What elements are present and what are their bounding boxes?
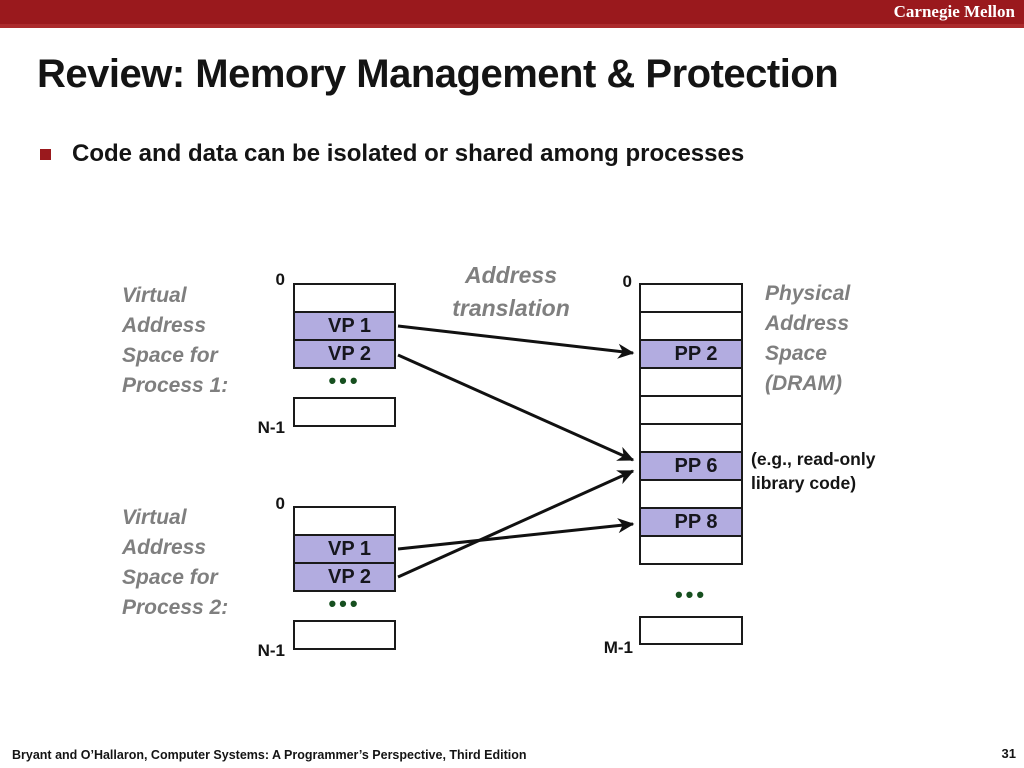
arrow-p1vp2-to-pp6 [397, 353, 635, 462]
page-title: Review: Memory Management & Protection [37, 52, 839, 96]
physical-bottom-box [639, 616, 743, 645]
physical-row [639, 535, 743, 565]
physical-row [639, 479, 743, 509]
vas1-ellipsis: ••• [328, 368, 361, 393]
banner [0, 0, 1024, 28]
vas2-row-empty [293, 506, 396, 536]
vas2-column: VP 1 VP 2 [293, 506, 396, 592]
physical-pp2-box: PP 2 [639, 339, 743, 369]
arrow-p1vp1-to-pp2 [397, 324, 635, 359]
vas2-vp1-box: VP 1 [293, 534, 396, 564]
physical-ellipsis: ••• [674, 582, 708, 607]
vas2-label: Virtual Address Space for Process 2: [122, 506, 229, 619]
physical-row [639, 395, 743, 425]
physical-zero-label: 0 [622, 272, 632, 291]
vas2-n1-label: N-1 [257, 641, 285, 660]
vas1-bottom-box [293, 397, 396, 427]
brand-logo: Carnegie Mellon [893, 2, 1015, 21]
bullet-item: Code and data can be isolated or shared … [40, 140, 744, 168]
physical-row [639, 311, 743, 341]
physical-column: PP 2 PP 6 PP 8 [639, 283, 743, 565]
vas1-zero-label: 0 [275, 270, 285, 289]
vas1-column: VP 1 VP 2 [293, 283, 396, 369]
page-number: 31 [1001, 746, 1016, 761]
vas2-vp2-box: VP 2 [293, 562, 396, 592]
address-translation-label: Address translation [452, 262, 570, 321]
arrow-p2vp1-to-pp8 [397, 518, 635, 551]
physical-pp8-box: PP 8 [639, 507, 743, 537]
physical-m1-label: M-1 [603, 638, 633, 657]
physical-pp6-box: PP 6 [639, 451, 743, 481]
physical-row [639, 283, 743, 313]
bullet-square-icon [40, 149, 51, 160]
physical-row [639, 367, 743, 397]
bullet-text: Code and data can be isolated or shared … [72, 140, 745, 167]
vas1-n1-label: N-1 [257, 418, 285, 437]
vas2-bottom-box [293, 620, 396, 650]
physical-row [639, 423, 743, 453]
vas2-ellipsis: ••• [328, 591, 361, 616]
arrow-p2vp2-to-pp6 [397, 469, 635, 579]
vas2-zero-label: 0 [275, 494, 285, 513]
vas1-vp2-box: VP 2 [293, 339, 396, 369]
vas1-label: Virtual Address Space for Process 1: [122, 284, 229, 397]
vas1-vp1-box: VP 1 [293, 311, 396, 341]
shared-page-annotation: (e.g., read-only library code) [751, 449, 876, 493]
vas1-row-empty [293, 283, 396, 313]
physical-space-label: Physical Address Space (DRAM) [765, 282, 851, 395]
footer-citation: Bryant and O’Hallaron, Computer Systems:… [12, 748, 527, 762]
